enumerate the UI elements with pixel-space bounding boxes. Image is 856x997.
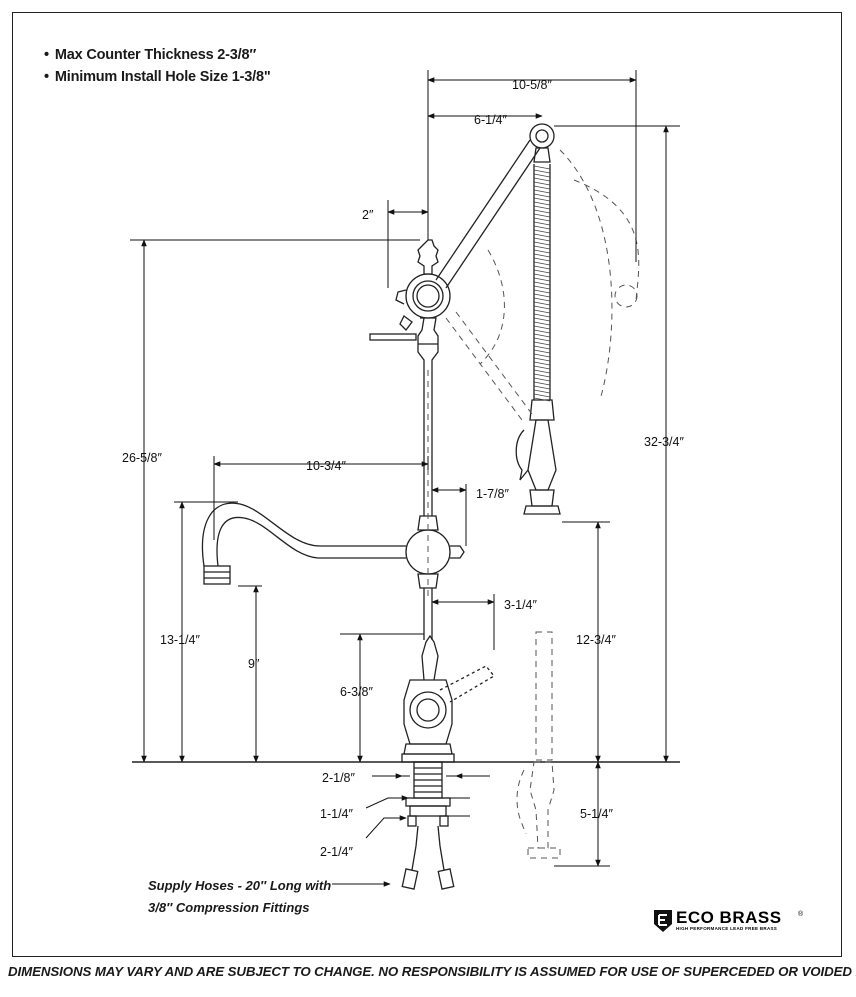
motion-arcs — [427, 149, 640, 859]
hose-coil: (function(){ var g = document.currentScr… — [533, 165, 551, 402]
dim-2-1-4: 2-1/4″ — [320, 845, 353, 859]
dim-6-1-4: 6-1/4″ — [474, 113, 507, 127]
eco-brass-shield-icon: ECO BRASS ® HIGH PERFORMANCE LEAD FREE B… — [654, 908, 804, 932]
dim-3-1-4: 3-1/4″ — [504, 598, 537, 612]
note-install-hole: Minimum Install Hole Size 1-3/8" — [44, 66, 271, 88]
supply-hoses-note: Supply Hoses - 20″ Long with 3/8″ Compre… — [148, 875, 331, 919]
disclaimer-footer: DIMENSIONS MAY VARY AND ARE SUBJECT TO C… — [8, 964, 856, 979]
dimension-lines — [130, 70, 680, 887]
faucet-body — [201, 123, 561, 890]
logo-registered-mark: ® — [798, 910, 804, 918]
dim-2: 2″ — [362, 208, 374, 222]
dim-10-3-4: 10-3/4″ — [306, 459, 346, 473]
dim-12-3-4: 12-3/4″ — [576, 633, 616, 647]
install-notes: Max Counter Thickness 2-3/8″ Minimum Ins… — [44, 44, 271, 88]
note-counter-thickness: Max Counter Thickness 2-3/8″ — [44, 44, 271, 66]
dim-1-1-4: 1-1/4″ — [320, 807, 353, 821]
dim-13-1-4: 13-1/4″ — [160, 633, 200, 647]
dim-10-5-8: 10-5/8″ — [512, 78, 552, 92]
dimension-labels: 10-5/8″ 6-1/4″ 2″ 26-5/8″ 32-3/4″ 10-3/4… — [122, 78, 684, 859]
dim-32-3-4: 32-3/4″ — [644, 435, 684, 449]
dim-6-3-8: 6-3/8″ — [340, 685, 373, 699]
dim-2-1-8: 2-1/8″ — [322, 771, 355, 785]
drawing-frame — [12, 12, 842, 957]
eco-brass-logo: ECO BRASS ® HIGH PERFORMANCE LEAD FREE B… — [652, 908, 812, 939]
logo-name: ECO BRASS — [676, 908, 782, 927]
logo-tagline: HIGH PERFORMANCE LEAD FREE BRASS — [676, 926, 777, 931]
supply-hoses-line-2: 3/8″ Compression Fittings — [148, 900, 310, 915]
supply-hoses-line-1: Supply Hoses - 20″ Long with — [148, 878, 332, 893]
dim-9: 9″ — [248, 657, 260, 671]
dim-5-1-4: 5-1/4″ — [580, 807, 613, 821]
dim-26-5-8: 26-5/8″ — [122, 451, 162, 465]
dim-1-7-8: 1-7/8″ — [476, 487, 509, 501]
